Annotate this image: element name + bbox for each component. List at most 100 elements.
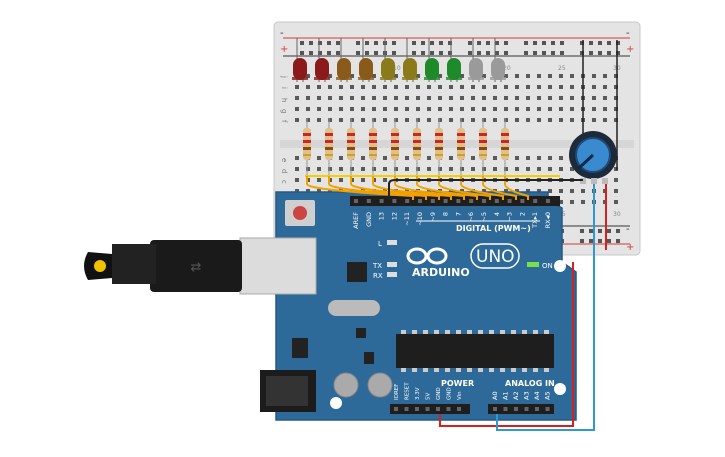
breadboard-hole	[405, 189, 409, 193]
breadboard-hole	[306, 167, 310, 171]
led-rim	[424, 77, 440, 80]
led[interactable]	[447, 58, 461, 80]
resistor-band	[369, 140, 377, 143]
breadboard-hole	[460, 107, 464, 111]
rail-hole	[580, 41, 584, 45]
led[interactable]	[469, 58, 483, 80]
resistor-band	[479, 154, 487, 156]
breadboard-hole	[361, 96, 365, 100]
header-socket	[535, 407, 539, 411]
rail-hole	[598, 229, 602, 233]
rail-hole	[542, 51, 546, 55]
wire-orange[interactable]	[482, 176, 517, 200]
led[interactable]	[359, 58, 373, 80]
breadboard-hole	[482, 107, 486, 111]
resistor-band	[457, 140, 465, 143]
breadboard-hole	[372, 107, 376, 111]
led-rim	[490, 77, 506, 80]
breadboard-hole	[614, 200, 618, 204]
resistor-band	[413, 154, 421, 156]
chip-pin	[533, 368, 538, 372]
potentiometer[interactable]	[569, 40, 618, 184]
breadboard-hole	[372, 118, 376, 122]
breadboard-hole	[493, 96, 497, 100]
breadboard-hole	[614, 178, 618, 182]
wire-red-5v[interactable]	[439, 262, 574, 427]
analog-pin-label: A3	[523, 391, 531, 400]
resistor-band	[413, 133, 421, 136]
wire-black-gnd[interactable]	[388, 179, 583, 200]
rail-hole	[374, 51, 378, 55]
led-l	[387, 240, 397, 245]
breadboard-hole	[515, 96, 519, 100]
rail-hole	[318, 51, 322, 55]
breadboard-hole	[548, 74, 552, 78]
chip-pin	[522, 368, 527, 372]
breadboard-hole	[350, 85, 354, 89]
header-socket	[524, 407, 529, 411]
rail-hole	[589, 239, 593, 243]
rail-hole	[412, 51, 416, 55]
breadboard-hole	[592, 118, 596, 122]
led[interactable]	[337, 58, 351, 80]
digital-pin-label: AREF	[352, 212, 360, 229]
breadboard-hole	[361, 118, 365, 122]
resistor-row[interactable]	[303, 118, 509, 175]
led[interactable]	[425, 58, 439, 80]
resistor-band	[391, 147, 399, 150]
breadboard-hole	[526, 85, 530, 89]
rail-hole	[486, 41, 490, 45]
led[interactable]	[403, 58, 417, 80]
led[interactable]	[381, 58, 395, 80]
wire-orange[interactable]	[394, 176, 465, 200]
analog-pin-label: A4	[533, 391, 541, 400]
resistor-band	[457, 133, 465, 136]
digital-pin-label: ~6	[467, 212, 475, 222]
chip-pin	[456, 330, 461, 334]
breadboard-hole	[405, 118, 409, 122]
reset-button[interactable]	[293, 206, 307, 220]
power-pin-label: IOREF	[394, 384, 400, 400]
breadboard-hole	[350, 118, 354, 122]
breadboard-hole	[438, 96, 442, 100]
header-socket	[436, 407, 440, 411]
led-row[interactable]	[292, 38, 506, 82]
usb-cable[interactable]: ⇄	[84, 240, 242, 292]
small-component	[356, 328, 366, 338]
wire-orange[interactable]	[504, 176, 529, 200]
breadboard-hole	[383, 107, 387, 111]
wire-orange[interactable]	[460, 176, 504, 200]
wire-orange[interactable]	[372, 176, 452, 200]
led[interactable]	[293, 58, 307, 80]
rail-hole	[616, 239, 620, 243]
chip-pin	[478, 330, 483, 334]
breadboard-hole	[460, 167, 464, 171]
breadboard-hole	[482, 189, 486, 193]
wire-orange[interactable]	[328, 176, 427, 200]
breadboard-hole	[306, 189, 310, 193]
breadboard-hole	[592, 96, 596, 100]
led-rim	[402, 77, 418, 80]
analog-pin-label: A0	[491, 391, 499, 400]
led[interactable]	[315, 58, 329, 80]
breadboard-hole	[482, 96, 486, 100]
wire-orange[interactable]	[416, 176, 478, 200]
breadboard-hole	[548, 96, 552, 100]
rail-hole	[421, 51, 425, 55]
column-number: 25	[558, 65, 566, 72]
rail-plus-bottom-right: +	[626, 242, 634, 253]
chip-pin	[489, 330, 494, 334]
wire-blue-a0[interactable]	[496, 184, 595, 431]
column-number: 30	[613, 211, 621, 218]
breadboard-hole	[416, 96, 420, 100]
breadboard-hole	[493, 85, 497, 89]
led[interactable]	[491, 58, 505, 80]
digital-pin-label: RX◂0	[544, 212, 552, 228]
rail-hole	[477, 51, 481, 55]
wires[interactable]	[305, 175, 607, 431]
wire-orange[interactable]	[350, 176, 440, 200]
breadboard-hole	[295, 96, 299, 100]
wire-orange[interactable]	[438, 176, 491, 200]
